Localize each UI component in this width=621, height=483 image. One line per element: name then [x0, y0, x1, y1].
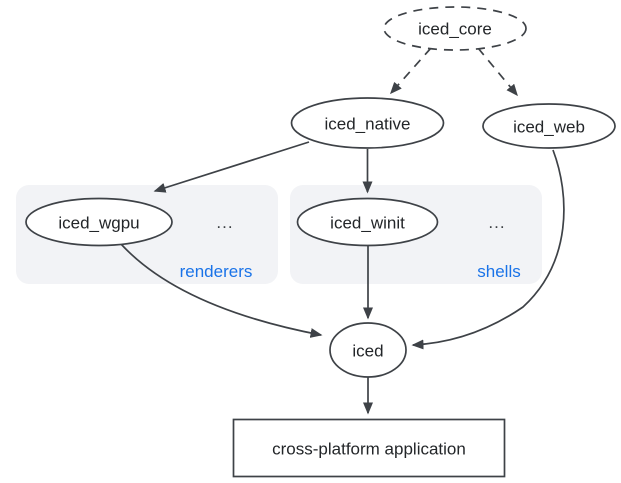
- iced-label: iced: [352, 342, 383, 361]
- iced-winit-label: iced_winit: [330, 214, 405, 233]
- iced-native-label: iced_native: [324, 115, 410, 134]
- iced-wgpu-label: iced_wgpu: [58, 214, 139, 233]
- iced-web-ellipse: [482, 103, 616, 149]
- iced-wgpu-ellipse: [25, 197, 173, 247]
- iced-ellipse: [329, 322, 407, 378]
- renderers-group-label: renderers: [180, 262, 253, 281]
- application-label: cross-platform application: [272, 440, 466, 459]
- application-rect: [232, 418, 506, 478]
- iced-core-ellipse: [383, 6, 527, 51]
- node-application: cross-platform application: [232, 418, 506, 478]
- iced-core-label: iced_core: [418, 20, 492, 39]
- edge-iced-core-to-iced-native: [390, 47, 432, 95]
- shells-ellipsis: ...: [488, 213, 505, 232]
- iced-web-label: iced_web: [513, 118, 585, 137]
- edge-iced-native-to-iced-wgpu: [153, 141, 310, 193]
- node-iced-core: iced_core: [383, 6, 527, 51]
- node-iced-winit: iced_winit: [296, 197, 439, 247]
- renderers-ellipsis: ...: [216, 213, 233, 232]
- edge-iced-web-to-iced: [411, 149, 565, 350]
- node-iced-wgpu: iced_wgpu: [25, 197, 173, 247]
- shells-group-label: shells: [477, 262, 520, 281]
- node-iced: iced: [329, 322, 407, 378]
- edge-iced-wgpu-to-iced: [120, 243, 323, 338]
- node-iced-web: iced_web: [482, 103, 616, 149]
- edge-iced-core-to-iced-web: [477, 47, 518, 97]
- iced-winit-ellipse: [296, 197, 439, 247]
- node-iced-native: iced_native: [290, 97, 445, 149]
- iced-native-ellipse: [290, 97, 445, 149]
